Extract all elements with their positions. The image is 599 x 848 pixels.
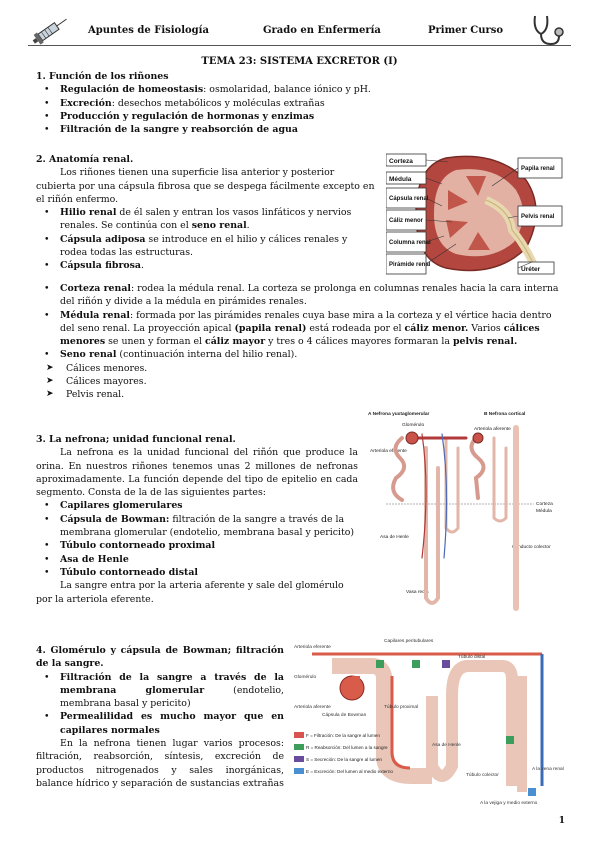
kidney-label: Uréter [521,266,541,273]
nephron-title-a: A Nefrona yuxtaglomerular [368,411,430,417]
list-item: Cálices menores. [36,362,564,376]
process-label: Glomérulo [294,674,316,680]
list-item: Seno renal (continuación interna del hil… [36,348,564,362]
kidney-label: Pirámide renal [389,262,431,268]
kidney-label: Médula [389,176,412,183]
section-3-closing: La sangre entra por la arteria aferente … [36,580,344,605]
kidney-label: Corteza [389,158,413,165]
nephron-title-b: B Nefrona cortical [484,411,525,417]
page-header: Apuntes de Fisiología Grado en Enfermerí… [0,0,599,58]
list-item: Cápsula adiposa se introduce en el hilio… [36,233,376,260]
header-right: Primer Curso [428,25,504,36]
kidney-figure: Corteza Médula Cápsula renal Cáliz menor… [386,153,563,275]
process-label: A la vena renal [532,766,564,772]
process-label: Arteriola aferente [294,704,331,710]
nephron-label: Arteriola aferente [474,426,511,432]
section-2-intro: Los riñones tienen una superficie lisa a… [36,167,375,205]
legend-item: F = Filtración: De la sangre al lumen [306,733,380,738]
process-label: Túbulo distal [458,654,485,660]
kidney-label: Cápsula renal [389,196,429,202]
process-label: Túbulo colector [466,772,499,778]
list-item: Filtración de la sangre y reabsorción de… [36,123,564,137]
legend-item: R = Reabsorción: Del lumen a la sangre [306,745,388,750]
nephron-label: Vasa recta [406,589,429,595]
header-left: Apuntes de Fisiología [88,25,209,36]
list-item: Permealilidad es mucho mayor que en capi… [36,710,284,737]
stethoscope-icon [533,15,564,46]
section-3-intro: La nefrona es la unidad funcional del ri… [36,447,358,499]
nephron-figure: A Nefrona yuxtaglomerular B Nefrona cort… [368,411,553,611]
legend-item: S = Secreción: De la sangre al lumen [306,757,382,762]
section-4-body: En la nefrona tienen lugar varios proces… [36,738,284,789]
page-number: 1 [558,816,565,826]
section-3: 3. La nefrona; unidad funcional renal. L… [36,433,358,606]
list-item: Capilares glomerulares [36,499,358,513]
list-item: Túbulo contorneado proximal [36,539,358,553]
section-1: 1. Función de los riñones Regulación de … [36,70,564,137]
list-item: Pelvis renal. [36,388,564,402]
process-label: Arteriola eferente [294,644,331,650]
process-label: Túbulo proximal [384,704,418,710]
list-item: Corteza renal: rodea la médula renal. La… [36,282,564,309]
list-item: Hilio renal de él salen y entran los vas… [36,206,376,233]
process-arrows [352,660,536,796]
list-item: Filtración de la sangre a través de la m… [36,671,284,711]
nephron-label: Médula [536,508,552,514]
nephron-label: Arteriola eferente [370,448,407,454]
legend-item: E = Excreción: Del lumen al medio extern… [306,769,393,774]
kidney-label: Pelvis renal [521,214,555,220]
kidney-label: Columna renal [389,240,431,246]
list-item: Excreción: desechos metabólicos y molécu… [36,97,564,111]
section-4-heading: 4. Glomérulo y cápsula de Bowman; filtra… [36,645,284,670]
section-2: 2. Anatomía renal. Los riñones tienen un… [36,153,376,273]
list-item: Asa de Henle [36,553,358,567]
list-item: Cápsula de Bowman: filtración de la sang… [36,513,358,540]
list-item: Producción y regulación de hormonas y en… [36,110,564,124]
list-item: Regulación de homeostasis: osmolaridad, … [36,83,564,97]
nephron-process-figure: Capilares peritubulares Arteriola eferen… [294,638,564,806]
syringe-icon [32,18,67,45]
page-title: TEMA 23: SISTEMA EXCRETOR (I) [201,56,398,67]
nephron-label: Asa de Henle [380,534,409,540]
list-item: Médula renal: formada por las pirámides … [36,309,564,349]
section-3-heading: 3. La nefrona; unidad funcional renal. [36,434,236,445]
header-center: Grado en Enfermería [263,25,381,36]
list-item: Túbulo contorneado distal [36,566,358,580]
list-item: Cálices mayores. [36,375,564,389]
process-label: A la vejiga y medio externo [480,800,538,806]
section-2-heading: 2. Anatomía renal. [36,154,134,165]
process-label: Capilares peritubulares [384,638,434,644]
kidney-label: Cáliz menor [389,218,424,224]
section-4: 4. Glomérulo y cápsula de Bowman; filtra… [36,644,284,790]
nephron-label: Corteza [536,501,553,507]
list-item: Cápsula fibrosa. [36,259,376,273]
section-2-cont: Corteza renal: rodea la médula renal. La… [36,282,564,402]
kidney-label: Papila renal [521,166,555,172]
section-1-heading: 1. Función de los riñones [36,71,169,82]
nephron-label: Glomérulo [402,422,424,428]
nephron-label: Conducto colector [512,544,551,550]
process-legend: F = Filtración: De la sangre al lumen R … [294,732,393,774]
process-label: Cápsula de Bowman [322,712,367,718]
process-label: Asa de Henle [432,742,461,748]
